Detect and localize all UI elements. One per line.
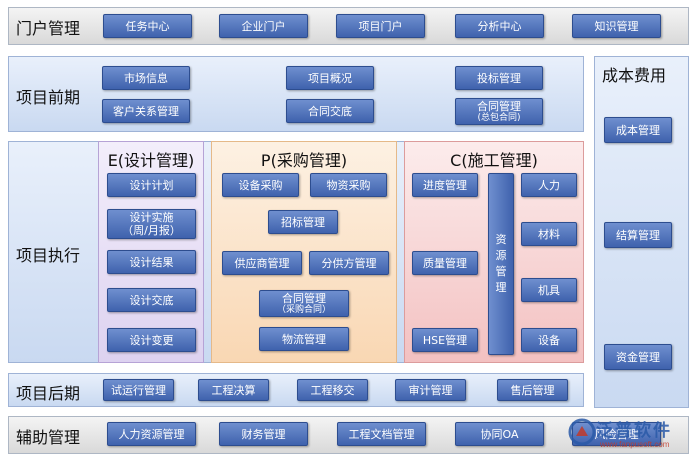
fanpu-logo-icon: [568, 418, 596, 446]
resource-char-3: 管: [495, 265, 507, 278]
resource-char-4: 理: [495, 281, 507, 294]
collaboration-oa-button[interactable]: 协同OA: [455, 422, 544, 446]
equipment-button[interactable]: 设备: [521, 328, 577, 352]
purchase-contract-sublabel: （采购合同）: [276, 305, 331, 315]
machinery-button[interactable]: 机具: [521, 278, 577, 302]
design-implementation-button[interactable]: 设计实施 （周/月报）: [107, 209, 196, 239]
resource-char-2: 源: [495, 249, 507, 262]
supplier-management-button[interactable]: 供应商管理: [222, 251, 302, 275]
market-info-button[interactable]: 市场信息: [102, 66, 190, 90]
crm-button[interactable]: 客户关系管理: [102, 99, 190, 123]
audit-management-button[interactable]: 审计管理: [395, 379, 466, 401]
progress-management-button[interactable]: 进度管理: [412, 173, 478, 197]
hse-management-button[interactable]: HSE管理: [412, 328, 478, 352]
contract-management-label: 合同管理: [477, 100, 521, 113]
cost-management-button[interactable]: 成本管理: [604, 117, 672, 143]
resource-char-1: 资: [495, 233, 507, 246]
hr-management-button[interactable]: 人力资源管理: [107, 422, 196, 446]
subcontractor-management-button[interactable]: 分供方管理: [309, 251, 389, 275]
quality-management-button[interactable]: 质量管理: [412, 251, 478, 275]
project-handover-button[interactable]: 工程移交: [297, 379, 368, 401]
analysis-center-button[interactable]: 分析中心: [455, 14, 544, 38]
material-purchase-button[interactable]: 物资采购: [310, 173, 387, 197]
after-sales-button[interactable]: 售后管理: [497, 379, 568, 401]
contract-management-general-button[interactable]: 合同管理 (总包合同): [455, 98, 543, 125]
watermark-name: 泛普软件: [596, 421, 672, 440]
portal-label: 门户管理: [16, 19, 81, 38]
settlement-management-button[interactable]: 结算管理: [604, 222, 672, 248]
knowledge-management-button[interactable]: 知识管理: [572, 14, 661, 38]
equipment-purchase-button[interactable]: 设备采购: [222, 173, 299, 197]
tender-management-button[interactable]: 招标管理: [268, 210, 338, 234]
early-stage-label: 项目前期: [16, 88, 81, 107]
manpower-button[interactable]: 人力: [521, 173, 577, 197]
design-briefing-button[interactable]: 设计交底: [107, 288, 196, 312]
resource-management-button[interactable]: 资 源 管 理: [488, 173, 514, 355]
construction-title: C(施工管理): [450, 151, 538, 170]
purchase-contract-button[interactable]: 合同管理 （采购合同）: [259, 290, 349, 317]
general-contract-sublabel: (总包合同): [477, 113, 521, 123]
enterprise-portal-button[interactable]: 企业门户: [219, 14, 308, 38]
late-stage-panel: [8, 373, 584, 407]
document-management-button[interactable]: 工程文档管理: [337, 422, 426, 446]
project-portal-button[interactable]: 项目门户: [336, 14, 425, 38]
execution-label: 项目执行: [16, 246, 81, 265]
design-change-button[interactable]: 设计变更: [107, 328, 196, 352]
cost-label: 成本费用: [602, 66, 667, 85]
design-implementation-label: 设计实施: [129, 211, 174, 224]
bid-management-button[interactable]: 投标管理: [455, 66, 543, 90]
fund-management-button[interactable]: 资金管理: [604, 344, 672, 370]
materials-button[interactable]: 材料: [521, 222, 577, 246]
purchase-contract-label: 合同管理: [282, 292, 326, 305]
design-result-button[interactable]: 设计结果: [107, 250, 196, 274]
watermark-url: www.fanpusoft.com: [600, 440, 670, 449]
auxiliary-label: 辅助管理: [16, 428, 81, 447]
logistics-management-button[interactable]: 物流管理: [259, 327, 349, 351]
finance-management-button[interactable]: 财务管理: [219, 422, 308, 446]
final-accounts-button[interactable]: 工程决算: [198, 379, 269, 401]
watermark: 泛普软件 www.fanpusoft.com: [566, 414, 696, 458]
procurement-title: P(采购管理): [260, 151, 348, 170]
trial-operation-button[interactable]: 试运行管理: [103, 379, 174, 401]
contract-briefing-button[interactable]: 合同交底: [286, 99, 374, 123]
design-implementation-sublabel: （周/月报）: [122, 224, 181, 237]
task-center-button[interactable]: 任务中心: [103, 14, 192, 38]
design-title: E(设计管理): [107, 151, 195, 170]
design-plan-button[interactable]: 设计计划: [107, 173, 196, 197]
late-stage-label: 项目后期: [16, 384, 81, 403]
project-overview-button[interactable]: 项目概况: [286, 66, 374, 90]
